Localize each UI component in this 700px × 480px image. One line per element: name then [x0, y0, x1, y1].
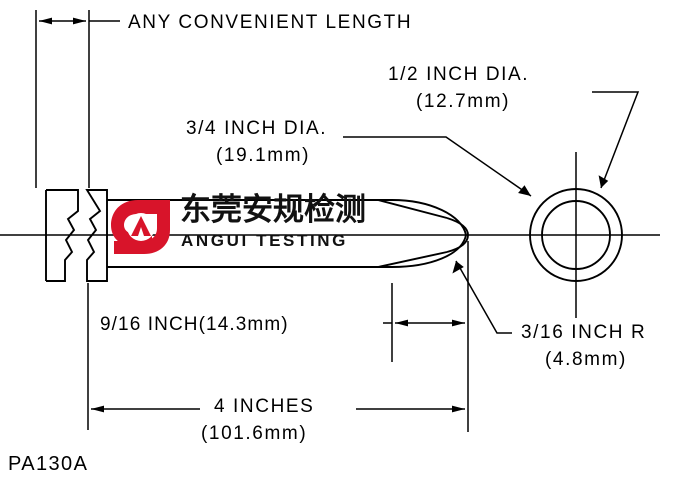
rod-top-taper	[107, 199, 448, 219]
label-three-quarter-dia-mm: (19.1mm)	[216, 145, 310, 166]
leader-line-three-quarter	[343, 136, 532, 197]
outer-circle-three-quarter-dia	[529, 188, 623, 282]
break-line-1-right	[46, 189, 79, 282]
label-three-quarter-dia: 3/4 INCH DIA.	[186, 118, 327, 139]
break-line-2	[85, 189, 108, 282]
label-nine-sixteenth-inch: 9/16 INCH(14.3mm)	[100, 314, 289, 335]
rod-outline	[107, 199, 467, 268]
four-inches-dimension: 4 INCHES (101.6mm)	[91, 396, 465, 444]
any-convenient-length-dimension: ANY CONVENIENT LENGTH	[35, 10, 412, 188]
label-four-inches: 4 INCHES	[214, 396, 314, 417]
leader-line-half-inch	[592, 91, 640, 189]
label-three-sixteenth-r: 3/16 INCH R	[521, 322, 646, 343]
part-number-label: PA130A	[8, 453, 88, 475]
label-half-inch-dia: 1/2 INCH DIA.	[388, 64, 529, 85]
inner-circle-half-inch-dia	[541, 200, 611, 270]
three-sixteenth-radius-annotation: 3/16 INCH R (4.8mm)	[452, 260, 646, 370]
leader-line-three-sixteenth	[455, 260, 512, 334]
three-quarter-dia-annotation: 3/4 INCH DIA. (19.1mm)	[186, 118, 532, 197]
leader-arrowhead-half-inch	[598, 175, 609, 188]
label-half-inch-dia-mm: (12.7mm)	[416, 91, 510, 112]
nine-sixteenth-dimension: 9/16 INCH(14.3mm)	[87, 241, 469, 432]
rod-bottom-taper	[107, 251, 448, 268]
rod-tip-radius	[446, 217, 469, 253]
leader-arrowhead-three-quarter	[518, 185, 531, 196]
end-view-circles	[500, 152, 660, 318]
leader-arrowhead-three-sixteenth	[452, 261, 464, 274]
test-finger-side-view	[0, 189, 500, 282]
label-four-inches-mm: (101.6mm)	[201, 423, 307, 444]
half-inch-dia-annotation: 1/2 INCH DIA. (12.7mm)	[388, 64, 640, 189]
label-three-sixteenth-r-mm: (4.8mm)	[545, 349, 627, 370]
label-any-convenient-length: ANY CONVENIENT LENGTH	[128, 12, 412, 33]
